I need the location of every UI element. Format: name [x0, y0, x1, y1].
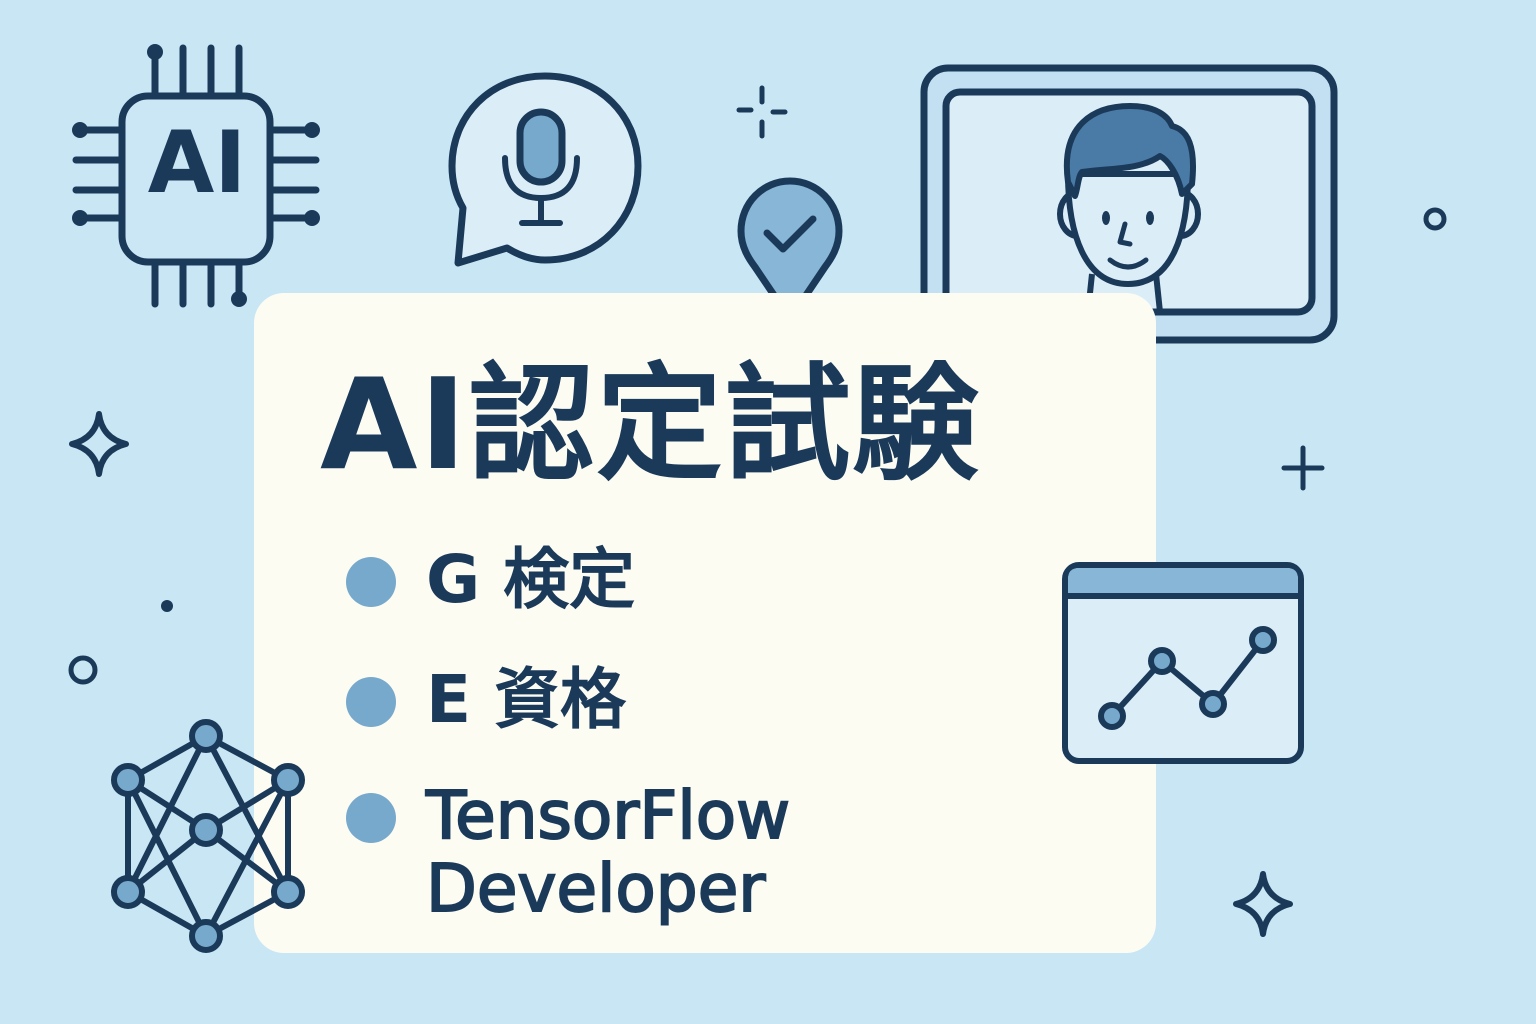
- ai-chip-icon: AI: [70, 40, 330, 310]
- list-item-e-shikaku: E 資格: [346, 663, 626, 737]
- list-item-label: TensorFlow Developer: [425, 777, 791, 927]
- bullet-icon: [346, 793, 396, 843]
- video-call-person-icon: [920, 64, 1340, 344]
- ai-chip-label: AI: [147, 113, 247, 213]
- circle-icon: [67, 654, 99, 686]
- plus-icon: [1280, 444, 1326, 492]
- list-item-label: E 資格: [426, 661, 627, 738]
- circle-icon: [1422, 206, 1448, 232]
- bullet-icon: [346, 557, 396, 607]
- page-title: AI認定試験: [320, 351, 981, 498]
- sparkle-plus-icon: [735, 82, 790, 142]
- list-item-label: G 検定: [426, 541, 636, 618]
- sparkle-star-icon: [68, 410, 130, 478]
- dot-icon: [161, 600, 173, 612]
- list-item-g-kentei: G 検定: [346, 543, 635, 617]
- sparkle-star-icon: [1232, 870, 1294, 938]
- line-chart-window-icon: [1060, 560, 1306, 766]
- neural-network-icon: [100, 712, 320, 962]
- list-item-tensorflow-developer: TensorFlow Developer: [346, 778, 791, 925]
- content-card: [254, 293, 1156, 953]
- bullet-icon: [346, 677, 396, 727]
- microphone-speech-bubble-icon: [440, 70, 650, 270]
